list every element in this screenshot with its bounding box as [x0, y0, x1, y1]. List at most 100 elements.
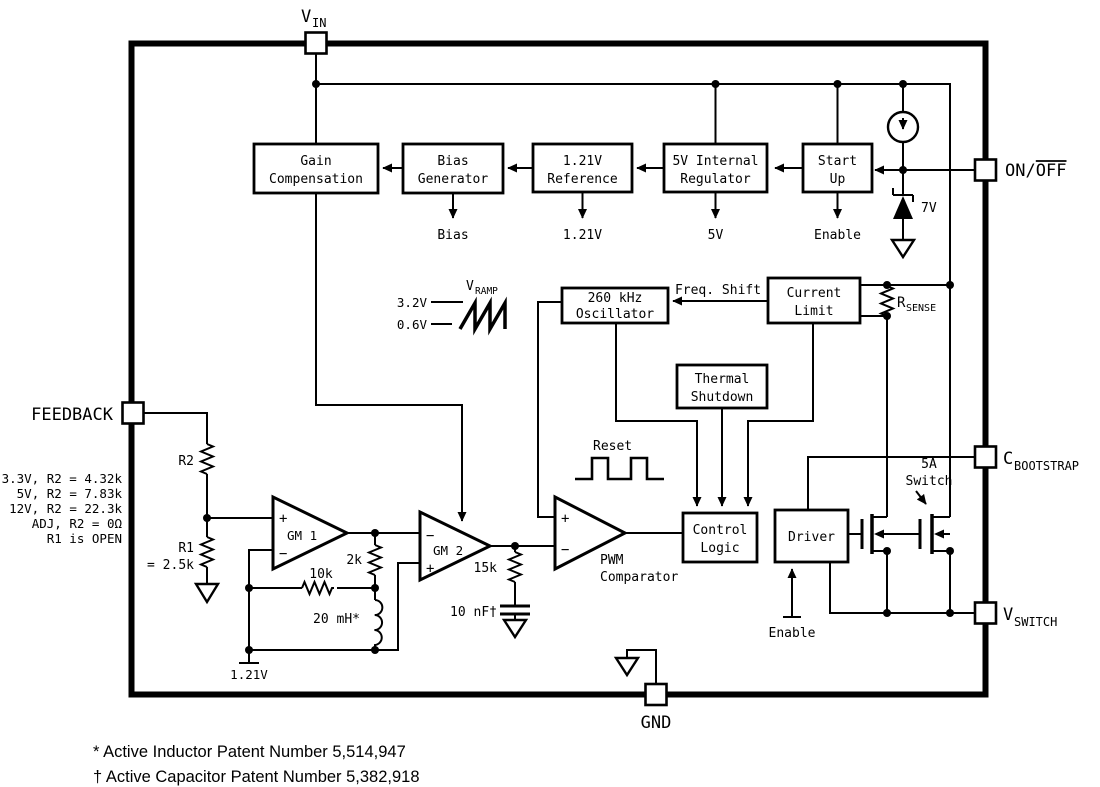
zener-label: 7V	[921, 201, 937, 216]
ref-out-label: 1.21V	[563, 228, 602, 243]
ramp-high-label: 3.2V	[397, 295, 428, 310]
onoff-label-negated: OFF	[1036, 161, 1067, 181]
enable-top-label: Enable	[814, 228, 861, 243]
vramp-label: V	[466, 279, 474, 294]
resistor-15k: 15k	[474, 551, 524, 583]
pin-onoff: ON/ OFF	[973, 158, 1067, 182]
block-label: Up	[830, 172, 846, 187]
vin-sub: IN	[312, 16, 326, 30]
r2k-label: 2k	[346, 553, 362, 568]
gm2-plus: +	[426, 561, 434, 577]
sense-mosfet	[860, 514, 887, 554]
pin-vin: V IN	[301, 7, 328, 55]
block-label: Bias	[437, 154, 468, 169]
switch-5a-callout: 5A Switch	[906, 457, 953, 505]
junction-dots	[203, 80, 954, 654]
resistor-r1: R1 = 2.5k	[147, 536, 221, 605]
block-gain-compensation: Gain Compensation	[252, 142, 380, 195]
vswitch-sub: SWITCH	[1014, 615, 1057, 629]
r10k-label: 10k	[309, 567, 333, 582]
footnote-inductor: * Active Inductor Patent Number 5,514,94…	[93, 743, 406, 761]
block-label: Thermal	[695, 372, 750, 387]
pwm-plus: +	[561, 511, 569, 527]
block-label: Current	[787, 286, 842, 301]
gm1-plus: +	[279, 511, 287, 527]
reset-label: Reset	[593, 439, 632, 454]
gm2-label: GM 2	[433, 543, 463, 558]
ground-icon	[193, 582, 221, 605]
enable-driver-label: Enable	[769, 626, 816, 641]
block-start-up: Start Up	[801, 142, 874, 194]
block-label: 5V Internal	[672, 154, 758, 169]
note-line: ADJ, R2 = 0Ω	[32, 516, 123, 531]
note-line: 3.3V, R2 = 4.32k	[2, 471, 123, 486]
block-label: Driver	[788, 530, 835, 545]
r1-value: = 2.5k	[147, 558, 194, 573]
block-control-logic: Control Logic	[681, 511, 759, 564]
ground-icon	[501, 618, 529, 640]
pwm-label-line2: Comparator	[600, 570, 678, 585]
feedback-notes: 3.3V, R2 = 4.32k 5V, R2 = 7.83k 12V, R2 …	[2, 471, 123, 546]
note-line: R1 is OPEN	[47, 531, 122, 546]
block-thermal-shutdown: Thermal Shutdown	[675, 363, 769, 410]
vref-node: 1.21V	[230, 662, 268, 682]
ground-icon	[889, 238, 917, 260]
note-line: 5V, R2 = 7.83k	[17, 486, 123, 501]
pwm-minus: −	[561, 542, 569, 558]
gnd-label: GND	[641, 713, 672, 733]
rsense-sub: SENSE	[906, 303, 936, 314]
note-line: 12V, R2 = 22.3k	[9, 501, 122, 516]
onoff-label-pre: ON/	[1005, 161, 1036, 181]
vswitch-label: V	[1003, 605, 1013, 625]
inductor-label: 20 mH*	[313, 612, 360, 627]
gnd-hook-ground-icon	[613, 656, 641, 678]
switch-5a-line1: 5A	[921, 457, 937, 472]
gm1-amplifier: + − GM 1	[271, 494, 351, 572]
block-label: 1.21V	[563, 154, 602, 169]
capacitor-10nf: 10 nF†	[450, 604, 530, 640]
wires	[143, 53, 975, 684]
block-label: Oscillator	[576, 307, 654, 322]
pin-cbootstrap: C BOOTSTRAP	[973, 445, 1079, 473]
block-label: Control	[693, 523, 748, 538]
cbootstrap-sub: BOOTSTRAP	[1014, 459, 1079, 473]
gm2-minus: −	[426, 528, 434, 544]
bias-out-label: Bias	[437, 228, 468, 243]
switch-5a-line2: Switch	[906, 474, 953, 489]
footnote-capacitor: † Active Capacitor Patent Number 5,382,9…	[93, 768, 420, 786]
main-mosfet-5a-switch	[918, 514, 950, 554]
r2-label: R2	[178, 454, 194, 469]
rsense-label: R	[897, 295, 906, 311]
gm1-minus: −	[279, 546, 287, 562]
vref-node-label: 1.21V	[230, 667, 268, 682]
feedback-label: FEEDBACK	[31, 405, 114, 425]
gm2-amplifier: − + GM 2	[418, 509, 494, 583]
resistor-10k: 10k	[301, 567, 334, 597]
block-label: Gain	[300, 154, 331, 169]
pwm-label-line1: PWM	[600, 553, 624, 568]
resistor-r2: R2	[178, 443, 216, 475]
block-bias-generator: Bias Generator	[401, 142, 505, 195]
vin-label: V	[301, 7, 311, 27]
block-internal-regulator: 5V Internal Regulator	[662, 142, 769, 194]
gm1-label: GM 1	[287, 528, 317, 543]
capacitor-label: 10 nF†	[450, 605, 497, 620]
resistor-rsense: R SENSE	[878, 285, 936, 317]
block-current-limit: Current Limit	[766, 276, 862, 325]
r1-label: R1	[178, 541, 194, 556]
block-label: Start	[818, 154, 857, 169]
block-label: 260 kHz	[588, 291, 643, 306]
block-label: Generator	[418, 172, 489, 187]
pin-feedback: FEEDBACK	[31, 401, 145, 425]
block-label: Reference	[547, 172, 618, 187]
freq-shift-label: Freq. Shift	[675, 283, 761, 298]
ic-boundary	[128, 40, 989, 698]
ramp-waveform: V RAMP 3.2V 0.6V	[397, 279, 507, 336]
block-label: Limit	[794, 304, 833, 319]
cbootstrap-label: C	[1003, 449, 1013, 469]
vramp-sub: RAMP	[475, 286, 498, 297]
zener-diode-icon: 7V	[889, 170, 937, 260]
reg-out-label: 5V	[708, 228, 724, 243]
block-reference: 1.21V Reference	[531, 142, 634, 194]
